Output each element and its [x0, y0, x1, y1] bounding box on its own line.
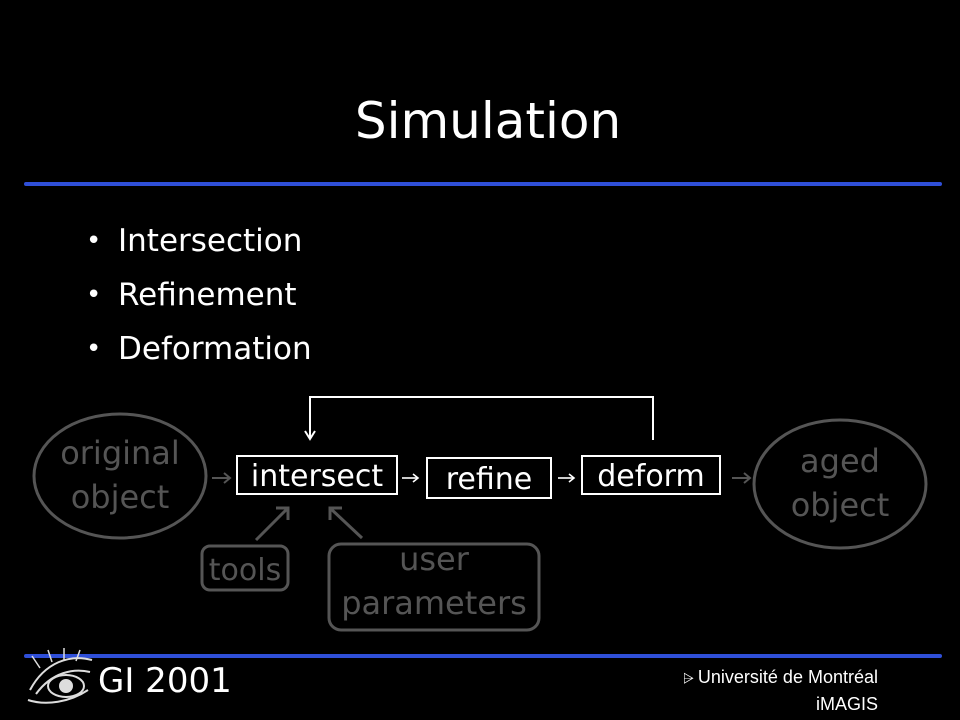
user-parameters-node: [327, 542, 541, 632]
user-parameters-label-line2: parameters: [341, 584, 527, 622]
lab-label: iMAGIS: [815, 694, 878, 714]
feedback-loop-arrow: [304, 396, 654, 441]
arrow-right-icon: [558, 473, 576, 483]
original-object-label-line1: original: [60, 434, 180, 472]
eye-logo-icon: [27, 648, 93, 704]
university-label: Université de Montréal: [697, 667, 878, 687]
deform-label: deform: [597, 459, 704, 494]
footer-rule: [24, 654, 942, 658]
arrow-down-icon: [304, 430, 316, 441]
deform-box: [581, 455, 721, 495]
aged-object-node: [752, 418, 928, 550]
aged-object-label-line2: object: [791, 486, 890, 524]
affiliation: ⩥Université de Montréal iMAGIS: [683, 664, 878, 717]
bullet-item: •Intersection: [86, 223, 303, 259]
crest-icon: ⩥: [682, 670, 694, 686]
refine-label: refine: [446, 462, 533, 497]
arrow-right-icon: [212, 472, 232, 484]
conference-label: GI 2001: [98, 661, 232, 701]
user-parameters-label-line1: user: [399, 540, 470, 578]
slide-title: Simulation: [354, 92, 622, 150]
bullet-text: Intersection: [118, 223, 303, 259]
title-rule: [24, 182, 942, 186]
arrow-right-icon: [402, 473, 420, 483]
tools-node: [200, 544, 290, 592]
bullet-item: •Deformation: [86, 331, 312, 367]
arrow-right-icon: [732, 472, 752, 484]
aged-object-label-line1: aged: [800, 442, 880, 480]
original-object-label-line2: object: [71, 478, 170, 516]
tools-label: tools: [209, 553, 281, 588]
bullet-list: •Intersection •Refinement •Deformation: [84, 214, 312, 376]
bullet-text: Refinement: [118, 277, 297, 313]
university-line: ⩥Université de Montréal: [683, 664, 878, 691]
original-object-node: [32, 412, 208, 540]
user-parameters-arrow: [328, 506, 364, 540]
bullet-text: Deformation: [118, 331, 312, 367]
tools-arrow: [254, 506, 290, 542]
bullet-item: •Refinement: [86, 277, 297, 313]
intersect-box: [236, 455, 398, 495]
intersect-label: intersect: [251, 459, 383, 494]
refine-box: [426, 457, 552, 499]
